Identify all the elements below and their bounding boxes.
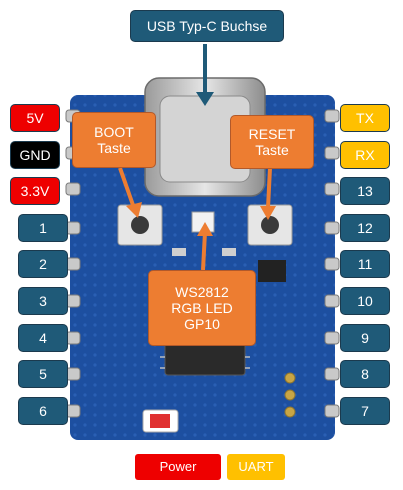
pin-label: TX xyxy=(356,109,374,126)
pin-label: 4 xyxy=(39,329,47,346)
pin-right-13: 13 xyxy=(340,177,390,205)
legend-power: Power xyxy=(135,454,221,480)
pin-label: 12 xyxy=(357,219,373,236)
usb-title-text: USB Typ-C Buchse xyxy=(146,17,268,34)
pin-label: 1 xyxy=(39,219,47,236)
pin-right-8: 8 xyxy=(340,360,390,388)
reset-callout-line2: Taste xyxy=(255,142,289,158)
usb-title-label: USB Typ-C Buchse xyxy=(130,10,284,42)
pin-left-1: 1 xyxy=(18,214,68,242)
pin-left-2: 2 xyxy=(18,250,68,278)
pin-label: 2 xyxy=(39,255,47,272)
pin-right-tx: TX xyxy=(340,104,390,132)
pin-label: 6 xyxy=(39,402,47,419)
boot-callout-line2: Taste xyxy=(97,140,131,156)
led-callout-line3: GP10 xyxy=(184,316,220,333)
pin-left-5v: 5V xyxy=(10,104,60,132)
pin-right-11: 11 xyxy=(340,250,390,278)
pin-left-4: 4 xyxy=(18,324,68,352)
reset-callout: RESET Taste xyxy=(230,115,314,169)
reset-callout-line1: RESET xyxy=(248,125,296,142)
pin-label: GND xyxy=(19,146,51,163)
pin-label: 13 xyxy=(357,182,373,199)
boot-callout-line1: BOOT xyxy=(94,123,134,140)
pin-label: RX xyxy=(355,146,375,163)
left-castellations xyxy=(65,109,81,418)
pin-right-9: 9 xyxy=(340,324,390,352)
pin-right-10: 10 xyxy=(340,287,390,315)
pin-right-7: 7 xyxy=(340,397,390,425)
pin-label: 3.3V xyxy=(20,182,50,199)
boot-callout: BOOT Taste xyxy=(72,112,156,168)
pin-label: 9 xyxy=(361,329,369,346)
pin-left-5: 5 xyxy=(18,360,68,388)
pin-label: 5 xyxy=(39,365,47,382)
pin-left-3: 3 xyxy=(18,287,68,315)
pin-label: 7 xyxy=(361,402,369,419)
led-callout: WS2812 RGB LED GP10 xyxy=(148,270,256,346)
pin-left-6: 6 xyxy=(18,397,68,425)
pin-left-3v3: 3.3V xyxy=(10,177,60,205)
pin-label: 11 xyxy=(357,255,373,272)
pin-left-gnd: GND xyxy=(10,141,60,169)
legend-uart-label: UART xyxy=(238,458,274,474)
legend-uart: UART xyxy=(227,454,285,480)
pin-label: 8 xyxy=(361,365,369,382)
pin-right-12: 12 xyxy=(340,214,390,242)
legend-power-label: Power xyxy=(159,458,197,474)
pin-label: 10 xyxy=(357,292,373,309)
pin-label: 3 xyxy=(39,292,47,309)
pin-label: 5V xyxy=(26,109,44,126)
led-callout-line1: WS2812 xyxy=(175,283,229,300)
led-callout-line2: RGB LED xyxy=(171,299,233,316)
right-castellations xyxy=(324,109,340,418)
pin-right-rx: RX xyxy=(340,141,390,169)
